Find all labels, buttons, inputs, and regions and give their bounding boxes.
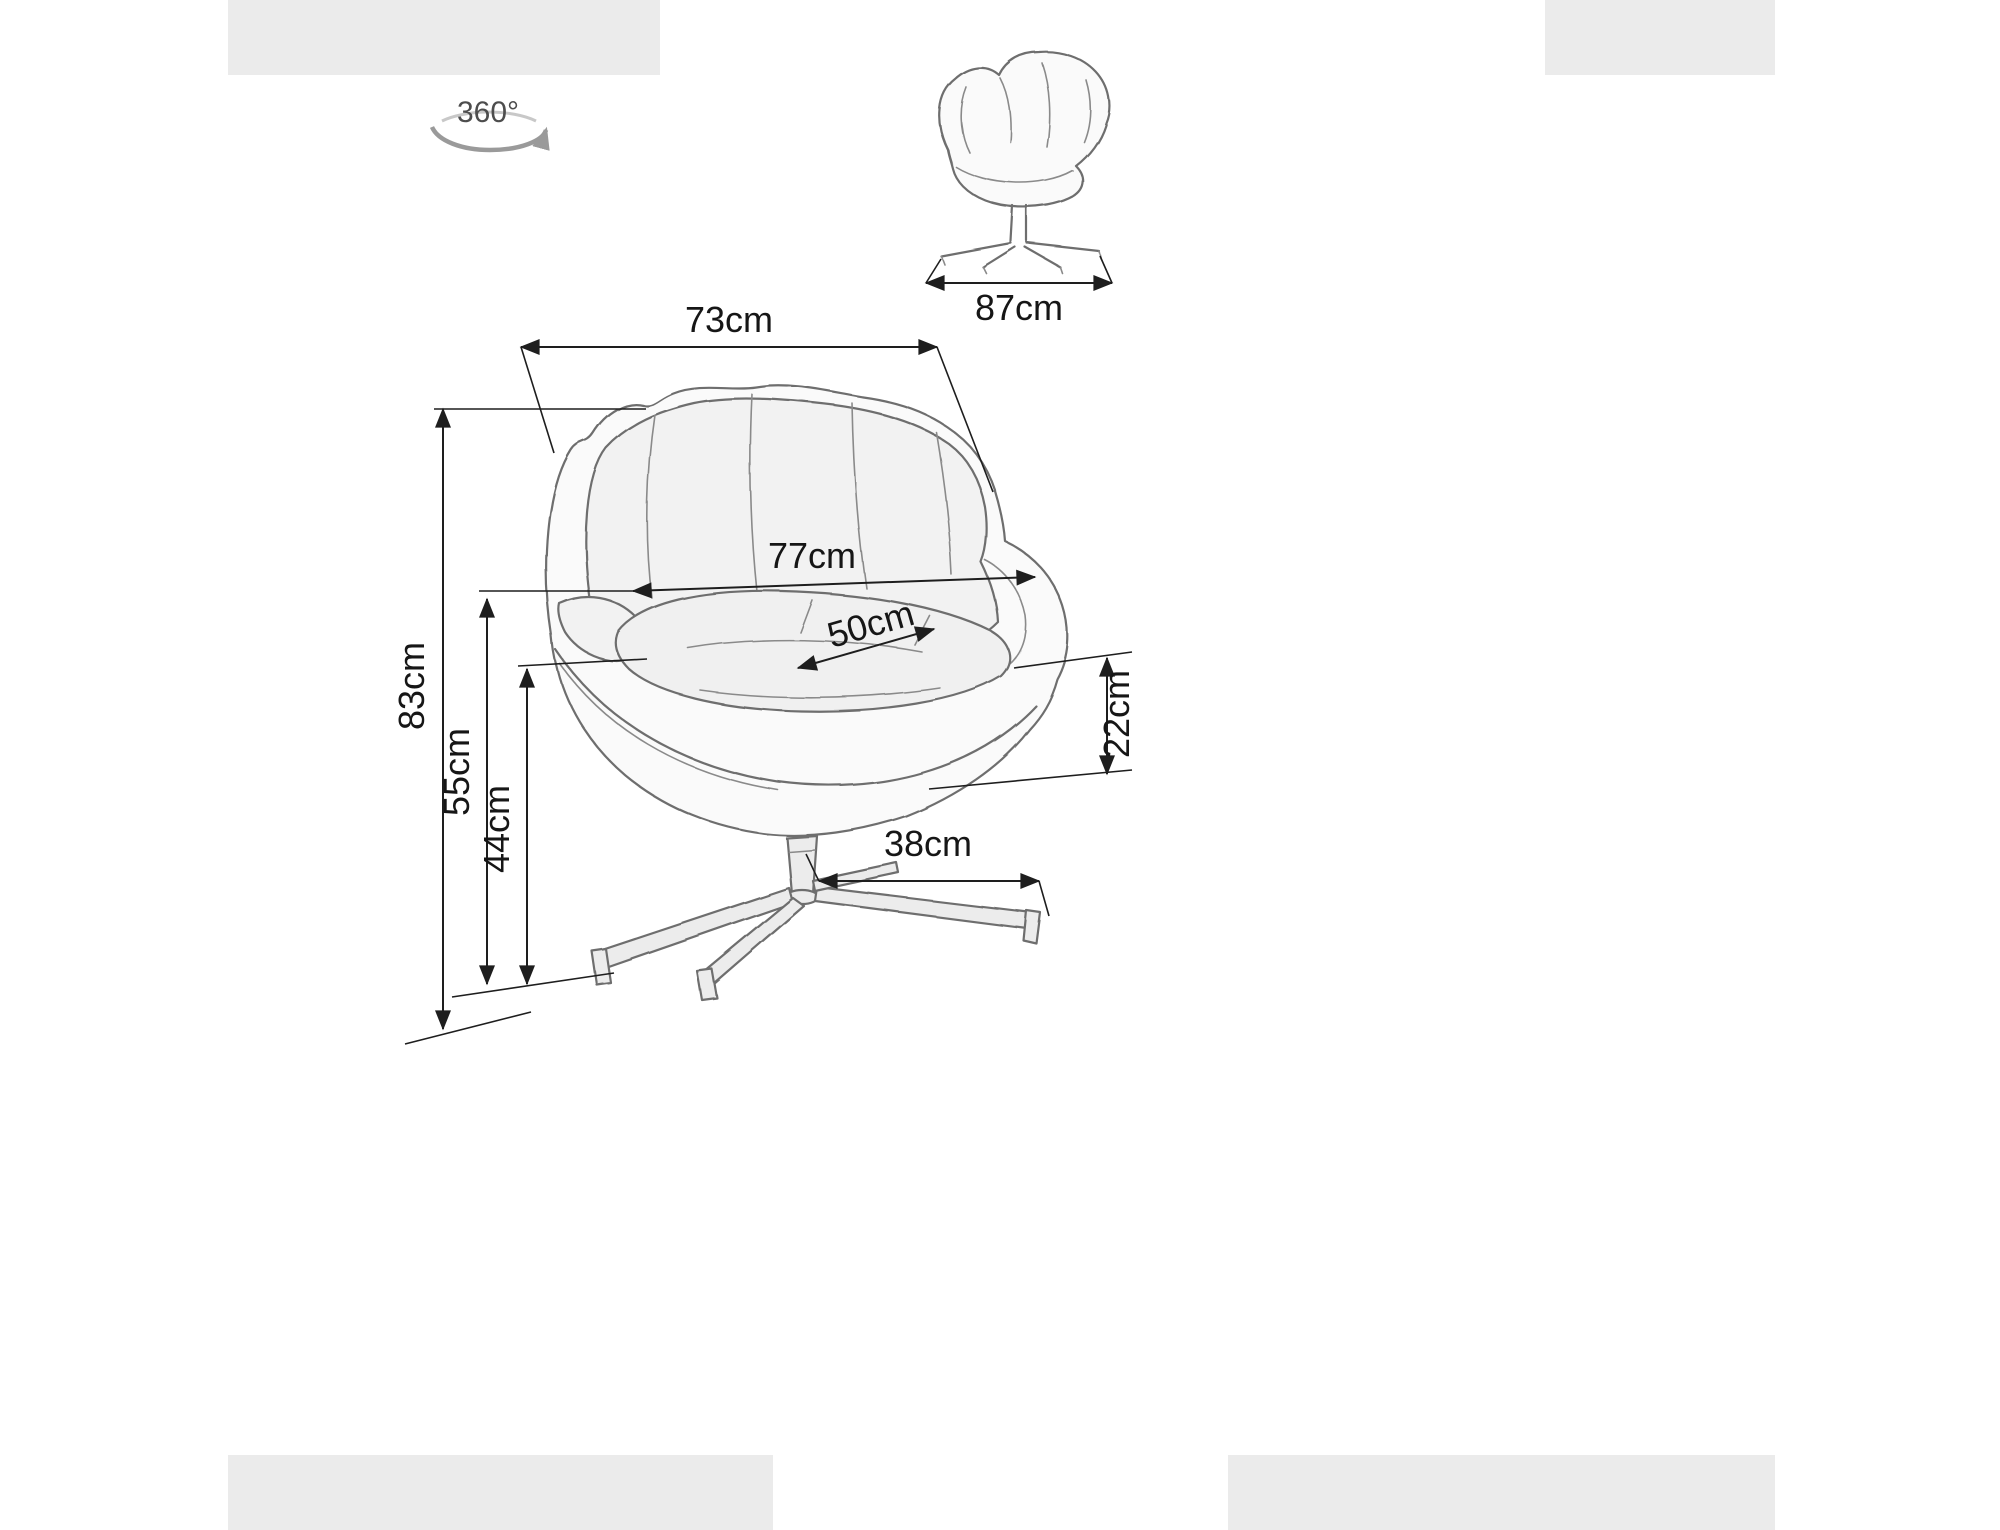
dim-44-witness-top (517, 658, 648, 667)
dim-55-label: 55cm (436, 728, 477, 816)
rotation-badge: 360° (429, 96, 550, 153)
dim-73-witness-right (936, 346, 994, 493)
pedestal-column (785, 834, 819, 896)
dim-77-arrow (631, 569, 1037, 599)
dim-73-witness-left (520, 346, 555, 454)
side-chair-center-seam (999, 77, 1012, 143)
side-chair-pedestal (1009, 204, 1029, 243)
dim-22-label: 22cm (1096, 670, 1137, 758)
dim-83-label: 83cm (391, 642, 432, 730)
corner-mark-bottom-left (228, 1455, 773, 1530)
dimension-backrest-height: 55cm (436, 597, 495, 986)
side-chair-outer-seam (1083, 79, 1092, 143)
rotation-swirl-arrow-icon (429, 125, 550, 153)
corner-mark-top-right (1545, 0, 1775, 75)
dim-22-witness-top (1013, 651, 1133, 669)
corner-mark-top-left (228, 0, 660, 75)
base-leg-right (813, 885, 1035, 931)
corner-mark-bottom-right (1228, 1455, 1775, 1530)
side-chair-outline (938, 50, 1111, 209)
dim-87-witness-left (925, 258, 942, 284)
dim-73-label: 73cm (685, 299, 773, 340)
dimension-overall-width: 77cm (479, 535, 1037, 599)
base-foot-front (695, 967, 719, 1002)
dim-22-witness-bottom (928, 769, 1133, 790)
base-foot-right (1022, 909, 1043, 946)
pedestal-collar (788, 849, 816, 853)
dim-83-witness-bottom (404, 1011, 532, 1045)
dim-87-label: 87cm (975, 287, 1063, 328)
back-cushion-seam-4 (935, 431, 953, 576)
back-cushion-seam-3 (851, 402, 867, 589)
main-chair-sketch (545, 384, 1069, 1002)
side-chair-base-legs (939, 241, 1101, 269)
dimension-base-leg-span: 38cm (805, 823, 1050, 917)
dim-50-arrow (796, 626, 936, 671)
rotation-badge-label: 360° (457, 96, 519, 129)
shell-rim-line (554, 648, 1038, 787)
dim-38-witness-right (1038, 880, 1050, 917)
dimension-armrest-thickness: 22cm (928, 651, 1137, 790)
base-leg-back (811, 861, 901, 893)
dim-87-witness-right (1099, 255, 1113, 284)
dimension-seat-height: 44cm (451, 658, 648, 998)
dim-44-55-witness-bottom (451, 972, 615, 998)
dim-38-hook-left (805, 853, 820, 882)
seat-crease-front (699, 687, 941, 699)
rotation-swirl-back-icon (441, 110, 537, 123)
dimension-top-width: 73cm (519, 299, 994, 493)
side-chair-feet (940, 250, 1102, 274)
shell-rim-inner-line (559, 663, 779, 791)
side-chair-right-wing-seam (1041, 62, 1051, 148)
side-chair-left-wing-seam (959, 86, 970, 153)
dimension-overall-depth: 87cm (924, 255, 1114, 328)
page-corner-marks (228, 0, 1775, 1530)
dimension-total-height: 83cm (391, 407, 646, 1045)
dim-77-label: 77cm (768, 535, 856, 576)
back-cushion-seam-2 (749, 393, 758, 593)
dim-44-label: 44cm (476, 785, 517, 873)
side-chair-seat-line (955, 166, 1074, 184)
dim-38-label: 38cm (884, 823, 972, 864)
side-view-chair-sketch (938, 50, 1111, 274)
